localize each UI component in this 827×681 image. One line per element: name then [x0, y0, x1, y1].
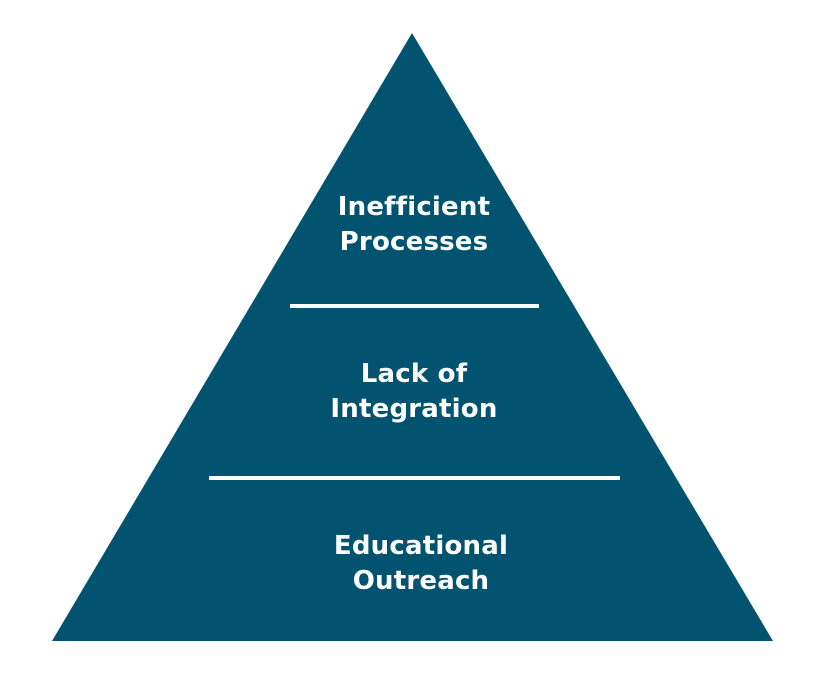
tier-top-line2: Processes [339, 227, 489, 257]
tier-divider-2 [209, 476, 620, 480]
tier-middle-line2: Integration [330, 394, 498, 424]
tier-middle-line1: Lack of [360, 359, 468, 389]
tier-label-middle: Lack of Integration [264, 357, 564, 427]
tier-top-line1: Inefficient [337, 192, 491, 222]
tier-label-bottom: Educational Outreach [271, 529, 571, 599]
tier-bottom-line2: Outreach [352, 566, 490, 596]
tier-divider-1 [290, 304, 539, 308]
tier-label-top: Inefficient Processes [264, 190, 564, 260]
tier-bottom-line1: Educational [333, 531, 509, 561]
pyramid-shape [52, 33, 773, 641]
